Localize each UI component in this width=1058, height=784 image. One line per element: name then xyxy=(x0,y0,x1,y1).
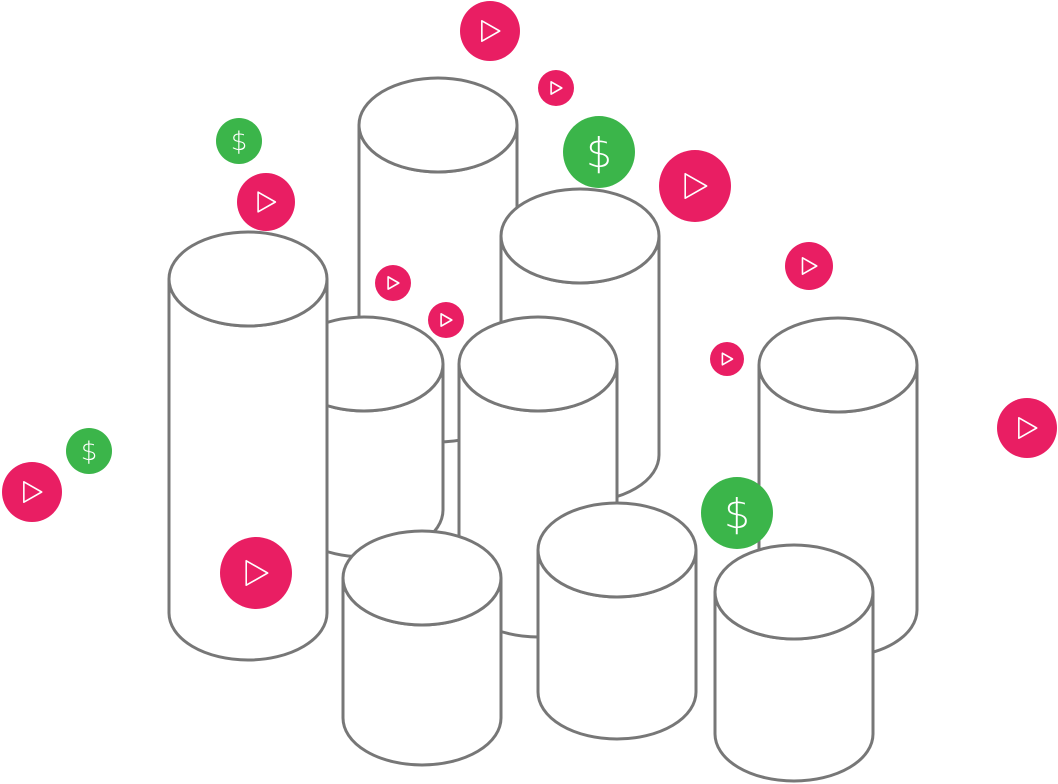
play-icon xyxy=(2,462,62,522)
cylinder-top xyxy=(457,315,619,413)
storage-cylinder xyxy=(341,529,503,767)
play-icon xyxy=(710,342,744,376)
play-triangle xyxy=(387,276,400,290)
play-badge-circle xyxy=(710,342,744,376)
dollar-badge-circle xyxy=(66,428,112,474)
play-icon xyxy=(375,265,411,301)
play-icon xyxy=(785,242,833,290)
play-badge-circle xyxy=(538,70,574,106)
play-badge-circle xyxy=(428,302,464,338)
play-triangle xyxy=(721,352,734,366)
play-badge-circle xyxy=(460,1,520,61)
dollar-symbol: $ xyxy=(81,437,98,467)
cylinder-top xyxy=(499,187,661,285)
dollar-icon: $ xyxy=(701,477,773,549)
cylinder-top xyxy=(536,501,698,599)
play-icon xyxy=(997,398,1057,458)
play-badge-circle xyxy=(237,173,295,231)
cylinder-group xyxy=(167,76,919,783)
play-triangle xyxy=(1018,416,1038,440)
dollar-symbol: $ xyxy=(231,127,248,157)
storage-cylinder xyxy=(536,501,698,741)
play-icon xyxy=(659,150,731,222)
cylinder-top xyxy=(357,76,519,174)
dollar-badge-circle xyxy=(563,116,635,188)
play-triangle xyxy=(684,172,708,200)
play-badge-circle xyxy=(659,150,731,222)
dollar-icon: $ xyxy=(216,118,262,164)
dollar-symbol: $ xyxy=(724,490,750,538)
play-badge-circle xyxy=(2,462,62,522)
play-icon xyxy=(237,173,295,231)
storage-cylinder xyxy=(713,543,875,783)
dollar-symbol: $ xyxy=(586,129,612,177)
play-icon xyxy=(428,302,464,338)
play-triangle xyxy=(440,313,453,327)
cylinder-top xyxy=(341,529,503,627)
badge-group: $ $ $ $ xyxy=(2,1,1057,609)
dollar-badge-circle xyxy=(701,477,773,549)
play-triangle xyxy=(245,559,269,587)
play-badge-circle xyxy=(220,537,292,609)
cylinder-top xyxy=(167,230,329,328)
play-triangle xyxy=(801,257,818,275)
play-triangle xyxy=(23,480,43,504)
play-badge-circle xyxy=(997,398,1057,458)
play-badge-circle xyxy=(375,265,411,301)
play-icon xyxy=(460,1,520,61)
dollar-badge-circle xyxy=(216,118,262,164)
dollar-icon: $ xyxy=(563,116,635,188)
play-triangle xyxy=(550,81,563,95)
dollar-icon: $ xyxy=(66,428,112,474)
play-triangle xyxy=(257,191,277,213)
play-icon xyxy=(220,537,292,609)
play-badge-circle xyxy=(785,242,833,290)
cylinder-top xyxy=(757,316,919,414)
play-triangle xyxy=(481,19,501,43)
cylinder-top xyxy=(713,543,875,641)
play-icon xyxy=(538,70,574,106)
